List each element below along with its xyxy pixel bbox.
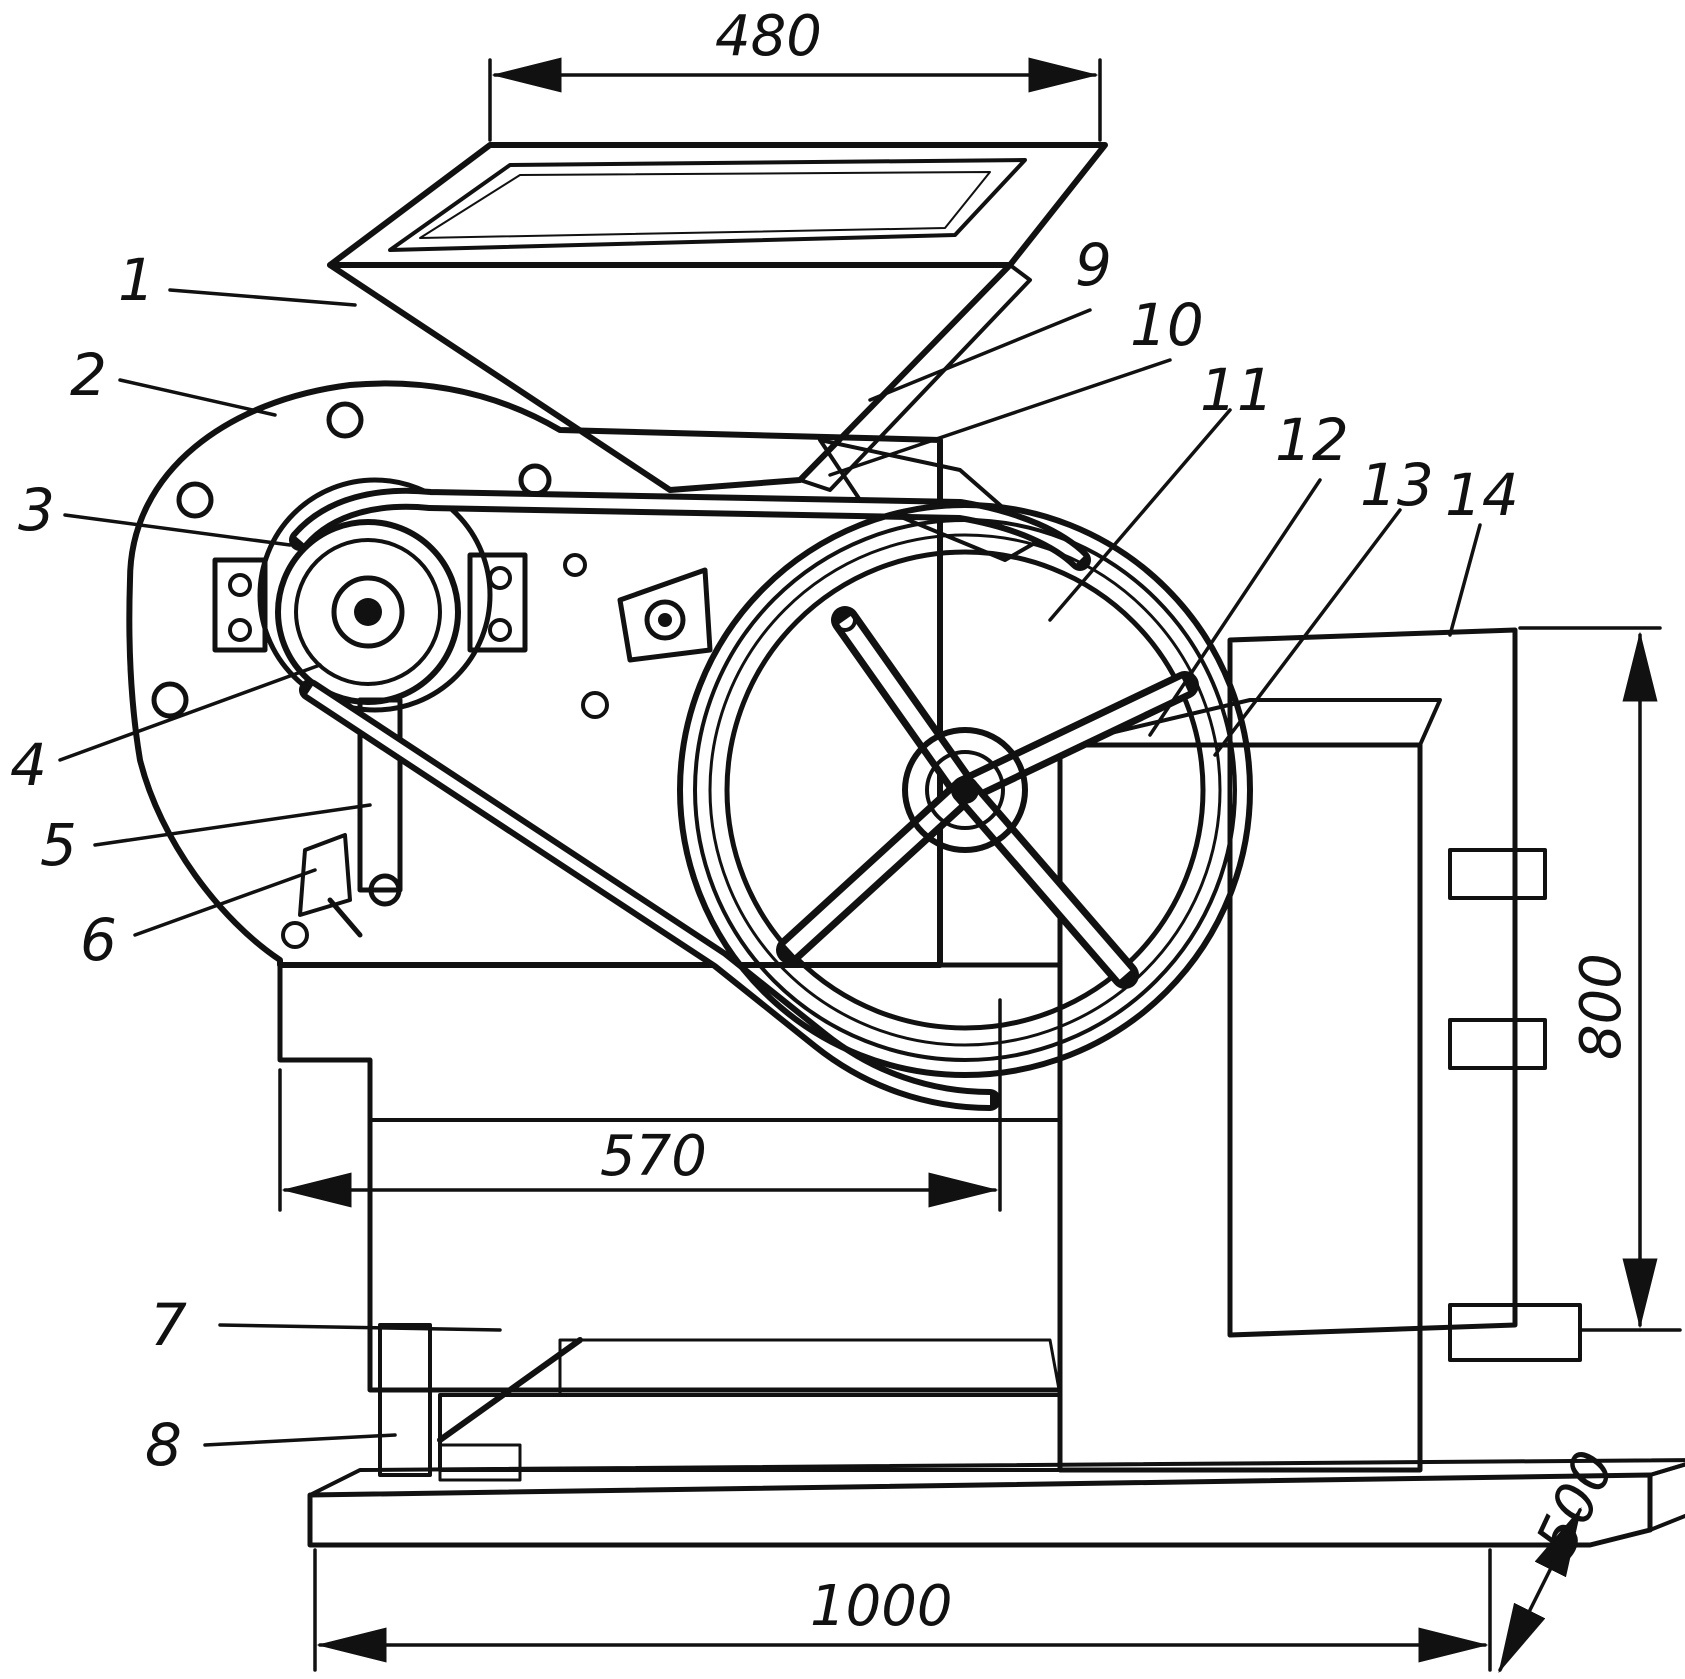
callout-9: 9 [1075, 231, 1112, 299]
callout-7: 7 [150, 1291, 187, 1359]
callout-14: 14 [1445, 461, 1519, 529]
callout-10: 10 [1130, 291, 1204, 359]
callout-2: 2 [70, 341, 107, 409]
callout-12: 12 [1275, 406, 1349, 474]
callout-6: 6 [80, 906, 117, 974]
main-body [277, 962, 1063, 1482]
bolt [326, 401, 364, 439]
dimension-height: 800 [1569, 953, 1634, 1060]
callout-1: 1 [118, 246, 155, 314]
bolt [581, 691, 609, 719]
bolt [151, 681, 189, 719]
bolt [518, 463, 552, 497]
callout-8: 8 [145, 1411, 182, 1479]
callout-leaders [58, 288, 1482, 1447]
jaw-assembly [818, 438, 1042, 562]
callout-5: 5 [40, 811, 77, 879]
right-housing [1227, 627, 1582, 1362]
flywheel [677, 502, 1253, 1078]
bolt [176, 481, 214, 519]
side-plate [126, 380, 943, 968]
callout-13: 13 [1360, 451, 1434, 519]
dimension-lines [278, 57, 1682, 1674]
dimension-overall-length: 1000 [810, 1574, 953, 1639]
callout-11: 11 [1200, 356, 1274, 424]
motor-pulley [212, 477, 528, 713]
callout-3: 3 [18, 476, 55, 544]
bolt [563, 553, 587, 577]
callout-4: 4 [10, 731, 47, 799]
base-plate [307, 1458, 1685, 1548]
dimension-top-width: 480 [715, 4, 822, 69]
dimension-inner-width: 570 [600, 1124, 707, 1189]
hopper [327, 142, 1108, 493]
connecting-rod [281, 697, 403, 949]
v-belt [289, 487, 1091, 1111]
